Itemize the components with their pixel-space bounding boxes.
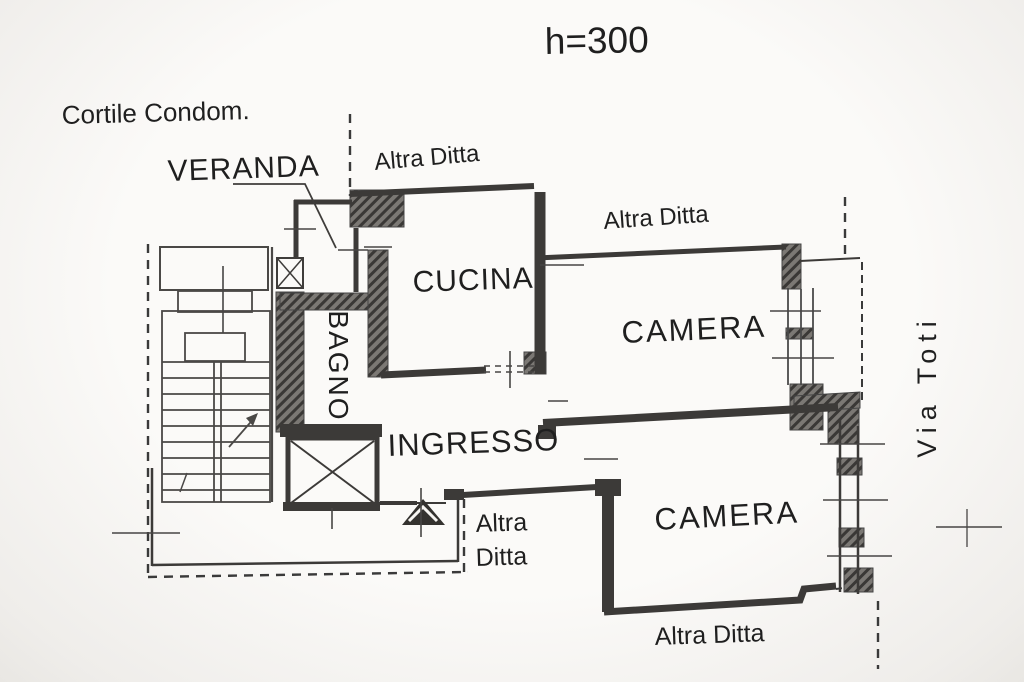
elevator-shaft	[285, 435, 380, 509]
other-unit-label-left-line2: Ditta	[475, 542, 527, 572]
bathroom-label: BAGNO	[323, 310, 354, 421]
kitchen-label: CUCINA	[412, 262, 534, 299]
veranda-label: VERANDA	[167, 150, 320, 188]
height-note-label: h=300	[544, 19, 649, 62]
street-label: Via Toti	[912, 314, 942, 458]
window-lines	[787, 288, 814, 385]
entrance-label: INGRESSO	[387, 422, 560, 463]
bedroom-top-label: CAMERA	[621, 309, 767, 350]
dashed-boundary-lines	[146, 114, 880, 669]
other-unit-label-upper-right: Altra Ditta	[603, 201, 711, 235]
other-unit-label-left-line1: Altra	[475, 508, 527, 538]
centerline-ticks	[112, 228, 1002, 557]
stair-landing	[159, 246, 269, 291]
other-unit-label-bottom: Altra Ditta	[654, 619, 765, 651]
veranda-leader-line	[233, 183, 337, 249]
bedroom-bottom-label: CAMERA	[654, 494, 800, 537]
other-unit-label-top: Altra Ditta	[373, 140, 481, 176]
main-walls	[150, 183, 861, 616]
courtyard-label: Cortile Condom.	[61, 95, 250, 130]
light-shaft	[276, 257, 304, 289]
staircase	[159, 246, 274, 503]
entry-door-symbol	[402, 488, 445, 537]
